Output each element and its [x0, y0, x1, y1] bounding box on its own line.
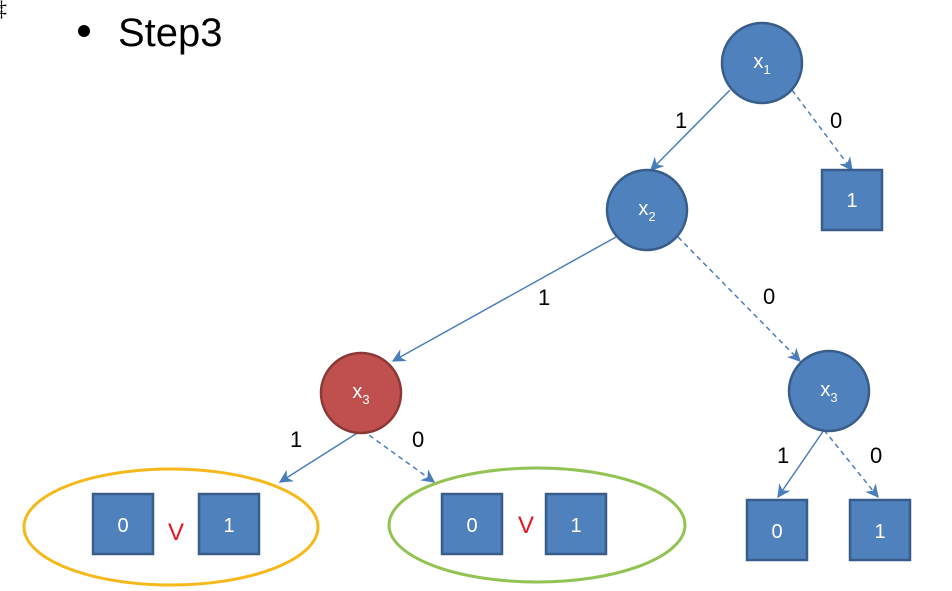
bullet-text: Step3: [118, 11, 223, 55]
corner-mark: ‡: [0, 0, 7, 21]
edge-label-x1-x2: 1: [675, 108, 687, 133]
leaf-x1-0-label: 1: [846, 190, 857, 212]
bullet-dot: [78, 25, 90, 37]
node-x3-right-circle: [787, 349, 871, 433]
edge-x3a-g2: [361, 429, 436, 483]
node-x1-label: x1: [753, 51, 770, 77]
leaf-x3-0-label: 1: [874, 521, 885, 543]
node-x3-right-label: x3: [820, 379, 837, 405]
node-x3-right: x3: [787, 349, 871, 433]
leaf-group-green-a-box: [440, 492, 504, 556]
node-x1-circle: [720, 21, 804, 105]
node-x3-highlighted: x3: [319, 351, 403, 435]
leaf-group-green-a-label: 0: [466, 515, 477, 537]
edges: [278, 89, 879, 499]
or-operator-orange: V: [168, 519, 184, 546]
edge-label-x3a-g1: 1: [290, 427, 302, 452]
leaf-group-green-b-box: [544, 492, 608, 556]
edge-label-x3a-g2: 0: [412, 427, 424, 452]
node-x1: x1: [720, 21, 804, 105]
leaf-group-orange-b: 1: [197, 492, 261, 556]
leaf-x1-0-box: [820, 168, 884, 232]
leaf-x1-0: 1: [820, 168, 884, 232]
edge-label-x3b-l1: 1: [777, 443, 789, 468]
edge-x2-x3b: [677, 236, 801, 362]
edge-x1-leaf: [791, 89, 853, 172]
or-operator-green: V: [518, 512, 534, 539]
leaf-x3-1-label: 0: [771, 521, 782, 543]
node-x2: x2: [605, 168, 689, 252]
edge-x2-x3a: [391, 236, 617, 362]
edge-label-x2-x3a: 1: [538, 285, 550, 310]
edge-label-x2-x3b: 0: [763, 284, 775, 309]
leaf-group-green-b-label: 1: [570, 515, 581, 537]
leaf-x3-1: 0: [745, 498, 809, 562]
leaf-group-orange-a-label: 0: [117, 515, 128, 537]
leaf-group-orange-b-label: 1: [223, 515, 234, 537]
node-x3-highlighted-circle: [319, 351, 403, 435]
edge-label-x3b-l0: 0: [870, 443, 882, 468]
leaf-x3-1-box: [745, 498, 809, 562]
leaf-group-green-a: 0: [440, 492, 504, 556]
group-ellipse-orange: [22, 467, 320, 587]
leaf-group-green-b: 1: [544, 492, 608, 556]
group-ellipse-green: [387, 466, 687, 584]
leaf-x3-0: 1: [848, 498, 912, 562]
leaf-group-orange-a: 0: [91, 492, 155, 556]
leaf-group-orange-b-box: [197, 492, 261, 556]
node-x3-highlighted-label: x3: [352, 381, 369, 407]
edge-x1-x2: [650, 89, 731, 171]
leaf-group-orange-a-box: [91, 492, 155, 556]
edge-label-x1-leaf: 0: [830, 108, 842, 133]
edge-x3a-g1: [278, 429, 363, 483]
node-x2-circle: [605, 168, 689, 252]
leaf-x3-0-box: [848, 498, 912, 562]
edge-x3b-l1: [777, 429, 825, 499]
node-x2-label: x2: [638, 198, 655, 224]
